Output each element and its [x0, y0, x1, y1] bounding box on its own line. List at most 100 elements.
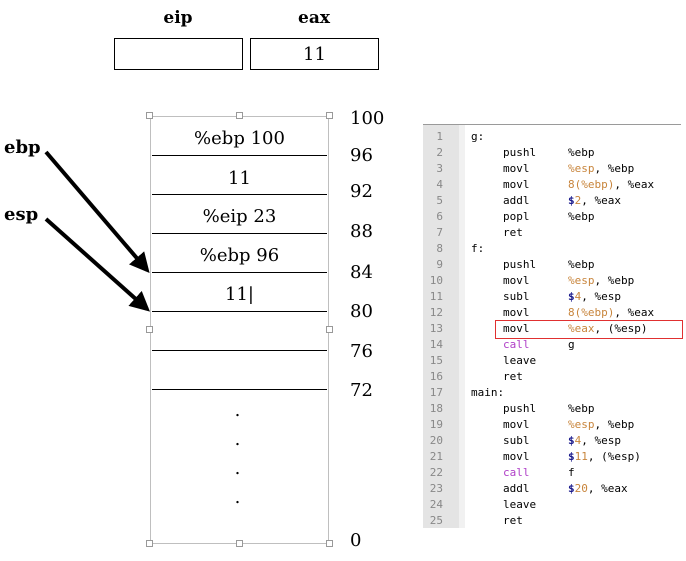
code-line[interactable]: 7 ret — [423, 225, 681, 241]
address-label: 88 — [350, 221, 373, 242]
resize-handle-br[interactable] — [326, 540, 333, 547]
instruction: ret — [503, 514, 523, 527]
stack-cell[interactable]: %ebp 100 — [194, 128, 285, 149]
stack-cell[interactable]: %ebp 96 — [199, 245, 280, 266]
instruction: movl — [503, 178, 530, 191]
operands: g — [568, 338, 575, 351]
line-number: 3 — [436, 162, 443, 175]
operands: $4, %esp — [568, 290, 621, 303]
ellipsis-dot: . — [234, 487, 241, 508]
operands: %ebp — [568, 258, 595, 271]
eax-register-label: eax — [298, 8, 330, 28]
code-line[interactable]: 15 leave — [423, 353, 681, 369]
line-number: 18 — [429, 402, 443, 415]
stack-cell[interactable]: 11 — [228, 168, 251, 189]
instruction: pushl — [503, 402, 537, 415]
line-number: 17 — [429, 386, 443, 399]
address-label: 92 — [350, 181, 373, 202]
resize-handle-tl[interactable] — [146, 112, 153, 119]
line-number: 19 — [429, 418, 443, 431]
operands: 8(%ebp), %eax — [568, 178, 655, 191]
resize-handle-ml[interactable] — [146, 326, 153, 333]
highlighted-line-box — [495, 320, 683, 339]
stack-cell[interactable]: 11| — [225, 284, 254, 305]
fold-margin — [459, 125, 465, 528]
line-number: 2 — [436, 146, 443, 159]
instruction: ret — [503, 226, 523, 239]
line-number: 12 — [429, 306, 443, 319]
code-line[interactable]: 14 call g — [423, 337, 681, 353]
instruction: leave — [503, 354, 537, 367]
line-number: 11 — [429, 290, 443, 303]
line-number: 10 — [429, 274, 443, 287]
resize-handle-bm[interactable] — [236, 540, 243, 547]
resize-handle-tr[interactable] — [326, 112, 333, 119]
resize-handle-tm[interactable] — [236, 112, 243, 119]
instruction: movl — [503, 274, 530, 287]
operands: $11, (%esp) — [568, 450, 641, 463]
code-line[interactable]: 4 movl 8(%ebp), %eax — [423, 177, 681, 193]
address-label: 72 — [350, 380, 373, 401]
instruction: ret — [503, 370, 523, 383]
stack-cell[interactable]: %eip 23 — [202, 206, 277, 227]
eip-register-box — [114, 38, 243, 70]
line-number: 5 — [436, 194, 443, 207]
line-number: 20 — [429, 434, 443, 447]
line-number: 7 — [436, 226, 443, 239]
address-label: 0 — [350, 530, 362, 551]
code-line[interactable]: 2 pushl %ebp — [423, 145, 681, 161]
line-number-gutter — [423, 125, 459, 528]
line-number: 13 — [429, 322, 443, 335]
operands: %ebp — [568, 210, 595, 223]
instruction: movl — [503, 322, 530, 335]
instruction: call — [503, 338, 530, 351]
esp-arrow — [44, 217, 150, 312]
stack-divider — [152, 350, 327, 351]
operands: %ebp — [568, 146, 595, 159]
operands: $4, %esp — [568, 434, 621, 447]
esp-pointer-label: esp — [4, 204, 39, 225]
resize-handle-bl[interactable] — [146, 540, 153, 547]
operands: %esp, %ebp — [568, 162, 635, 175]
line-number: 4 — [436, 178, 443, 191]
operands: %eax, (%esp) — [568, 322, 648, 335]
ellipsis-dot: . — [234, 458, 241, 479]
code-line[interactable]: 1 g: — [423, 129, 681, 145]
line-number: 15 — [429, 354, 443, 367]
address-label: 80 — [350, 301, 373, 322]
line-number: 22 — [429, 466, 443, 479]
instruction: addl — [503, 482, 530, 495]
line-number: 1 — [436, 130, 443, 143]
operands: %esp, %ebp — [568, 418, 635, 431]
line-number: 8 — [436, 242, 443, 255]
instruction: pushl — [503, 146, 537, 159]
ellipsis-dot: . — [234, 400, 241, 421]
code-label: g: — [471, 130, 485, 143]
eip-register-label: eip — [163, 8, 193, 28]
resize-handle-mr[interactable] — [326, 326, 333, 333]
code-line[interactable]: 13 movl %eax, (%esp) — [423, 321, 681, 337]
instruction: movl — [503, 306, 530, 319]
line-number: 14 — [429, 338, 443, 351]
ebp-arrow — [44, 150, 150, 274]
stack-divider — [152, 194, 327, 195]
